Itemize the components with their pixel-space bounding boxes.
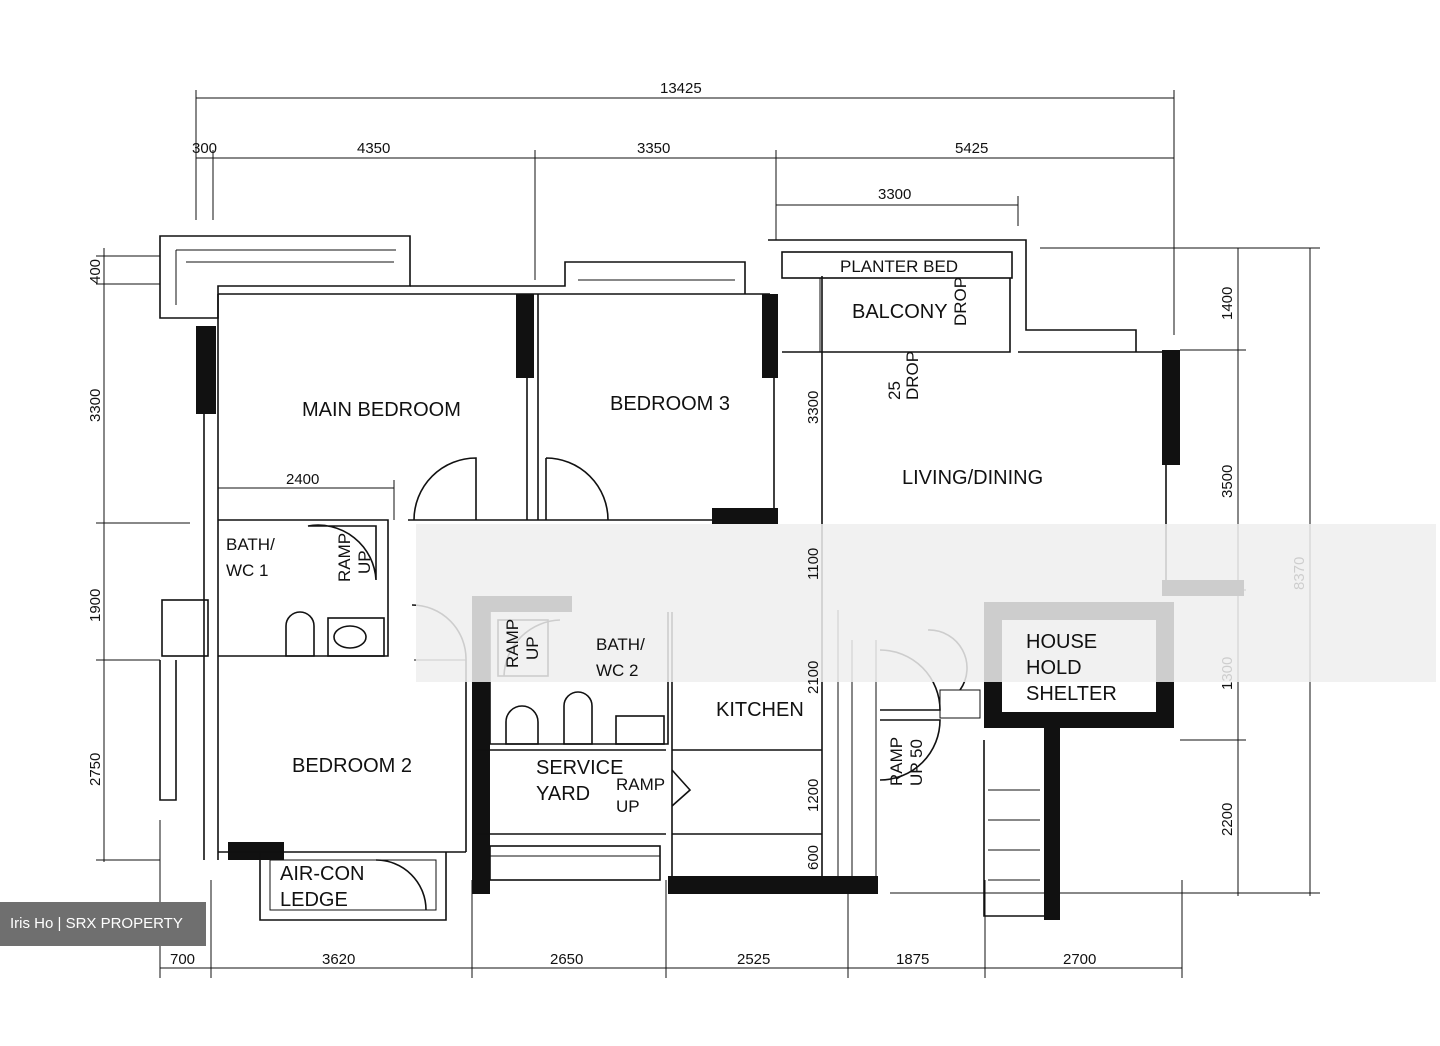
- drop-25: 25: [885, 381, 904, 400]
- bottom-dimensions: 700 3620 2650 2525 1875 2700: [159, 820, 1183, 978]
- dim-bottom-2: 2650: [550, 951, 583, 968]
- interior-dimensions: 3300 1100 2100 1200 600: [805, 391, 822, 870]
- label-bath-wc2-a: BATH/: [596, 635, 645, 654]
- dim-balcony-width: 3300: [878, 186, 911, 203]
- dim-right-3: 2200: [1219, 803, 1236, 836]
- dim-bottom-4: 1875: [896, 951, 929, 968]
- dim-right-0: 1400: [1219, 287, 1236, 320]
- ramp-corridor-b: UP 50: [907, 739, 926, 786]
- dim-left-0: 400: [87, 259, 104, 284]
- label-service-yard-a: SERVICE: [536, 757, 623, 779]
- drop-living: DROP: [903, 351, 922, 400]
- dim-corridor: 1100: [805, 548, 822, 580]
- label-planter-bed: PLANTER BED: [840, 257, 958, 276]
- dim-top-3: 5425: [955, 140, 988, 157]
- ramp-corridor-a: RAMP: [887, 737, 906, 786]
- label-kitchen: KITCHEN: [716, 699, 804, 721]
- dim-wardrobe: 2400: [286, 471, 319, 488]
- label-service-yard-b: YARD: [536, 783, 590, 805]
- dim-left-1: 3300: [87, 389, 104, 422]
- dim-overall-width: 13425: [660, 80, 702, 97]
- label-shelter-b: HOLD: [1026, 657, 1082, 679]
- label-living-dining: LIVING/DINING: [902, 467, 1043, 489]
- label-bath-wc2-b: WC 2: [596, 661, 639, 680]
- dim-living-depth: 3300: [805, 391, 822, 424]
- label-shelter-c: SHELTER: [1026, 683, 1117, 705]
- label-shelter-a: HOUSE: [1026, 631, 1097, 653]
- dim-right-1: 3500: [1219, 465, 1236, 498]
- ramp-wc2-b: UP: [523, 636, 542, 660]
- dim-bottom-1: 3620: [322, 951, 355, 968]
- label-bath-wc1-a: BATH/: [226, 535, 275, 554]
- dim-top-2: 3350: [637, 140, 670, 157]
- dim-left-2: 1900: [87, 589, 104, 622]
- watermark-label: Iris Ho | SRX PROPERTY: [0, 902, 206, 946]
- dim-kitchen-c: 600: [805, 845, 822, 870]
- label-bedroom-3: BEDROOM 3: [610, 393, 730, 415]
- dim-top-1: 4350: [357, 140, 390, 157]
- room-labels: MAIN BEDROOM BEDROOM 3 BEDROOM 2 LIVING/…: [226, 257, 1117, 911]
- dim-bottom-0: 700: [170, 951, 195, 968]
- dim-bottom-5: 2700: [1063, 951, 1096, 968]
- top-dimensions: 13425 300 4350 3350 5425 3300: [192, 80, 1175, 335]
- scan-band: [416, 524, 1436, 682]
- ramp-yard-a: RAMP: [616, 775, 665, 794]
- dim-top-0: 300: [192, 140, 217, 157]
- ramp-wc1-a: RAMP: [335, 533, 354, 582]
- dim-kitchen-b: 1200: [805, 779, 822, 812]
- label-aircon-b: LEDGE: [280, 889, 348, 911]
- left-dimensions: 400 3300 1900 2750: [87, 248, 190, 862]
- label-bath-wc1-b: WC 1: [226, 561, 269, 580]
- label-bedroom-2: BEDROOM 2: [292, 755, 412, 777]
- ramp-yard-b: UP: [616, 797, 640, 816]
- label-main-bedroom: MAIN BEDROOM: [302, 399, 461, 421]
- annotations: DROP DROP 25 RAMP UP RAMP UP RAMP UP RAM…: [335, 277, 970, 816]
- ramp-wc2-a: RAMP: [503, 619, 522, 668]
- drop-balcony: DROP: [951, 277, 970, 326]
- dim-kitchen-a: 2100: [805, 661, 822, 694]
- label-balcony: BALCONY: [852, 301, 948, 323]
- dim-bottom-3: 2525: [737, 951, 770, 968]
- label-aircon-a: AIR-CON: [280, 863, 364, 885]
- ramp-wc1-b: UP: [355, 550, 374, 574]
- dim-left-3: 2750: [87, 753, 104, 786]
